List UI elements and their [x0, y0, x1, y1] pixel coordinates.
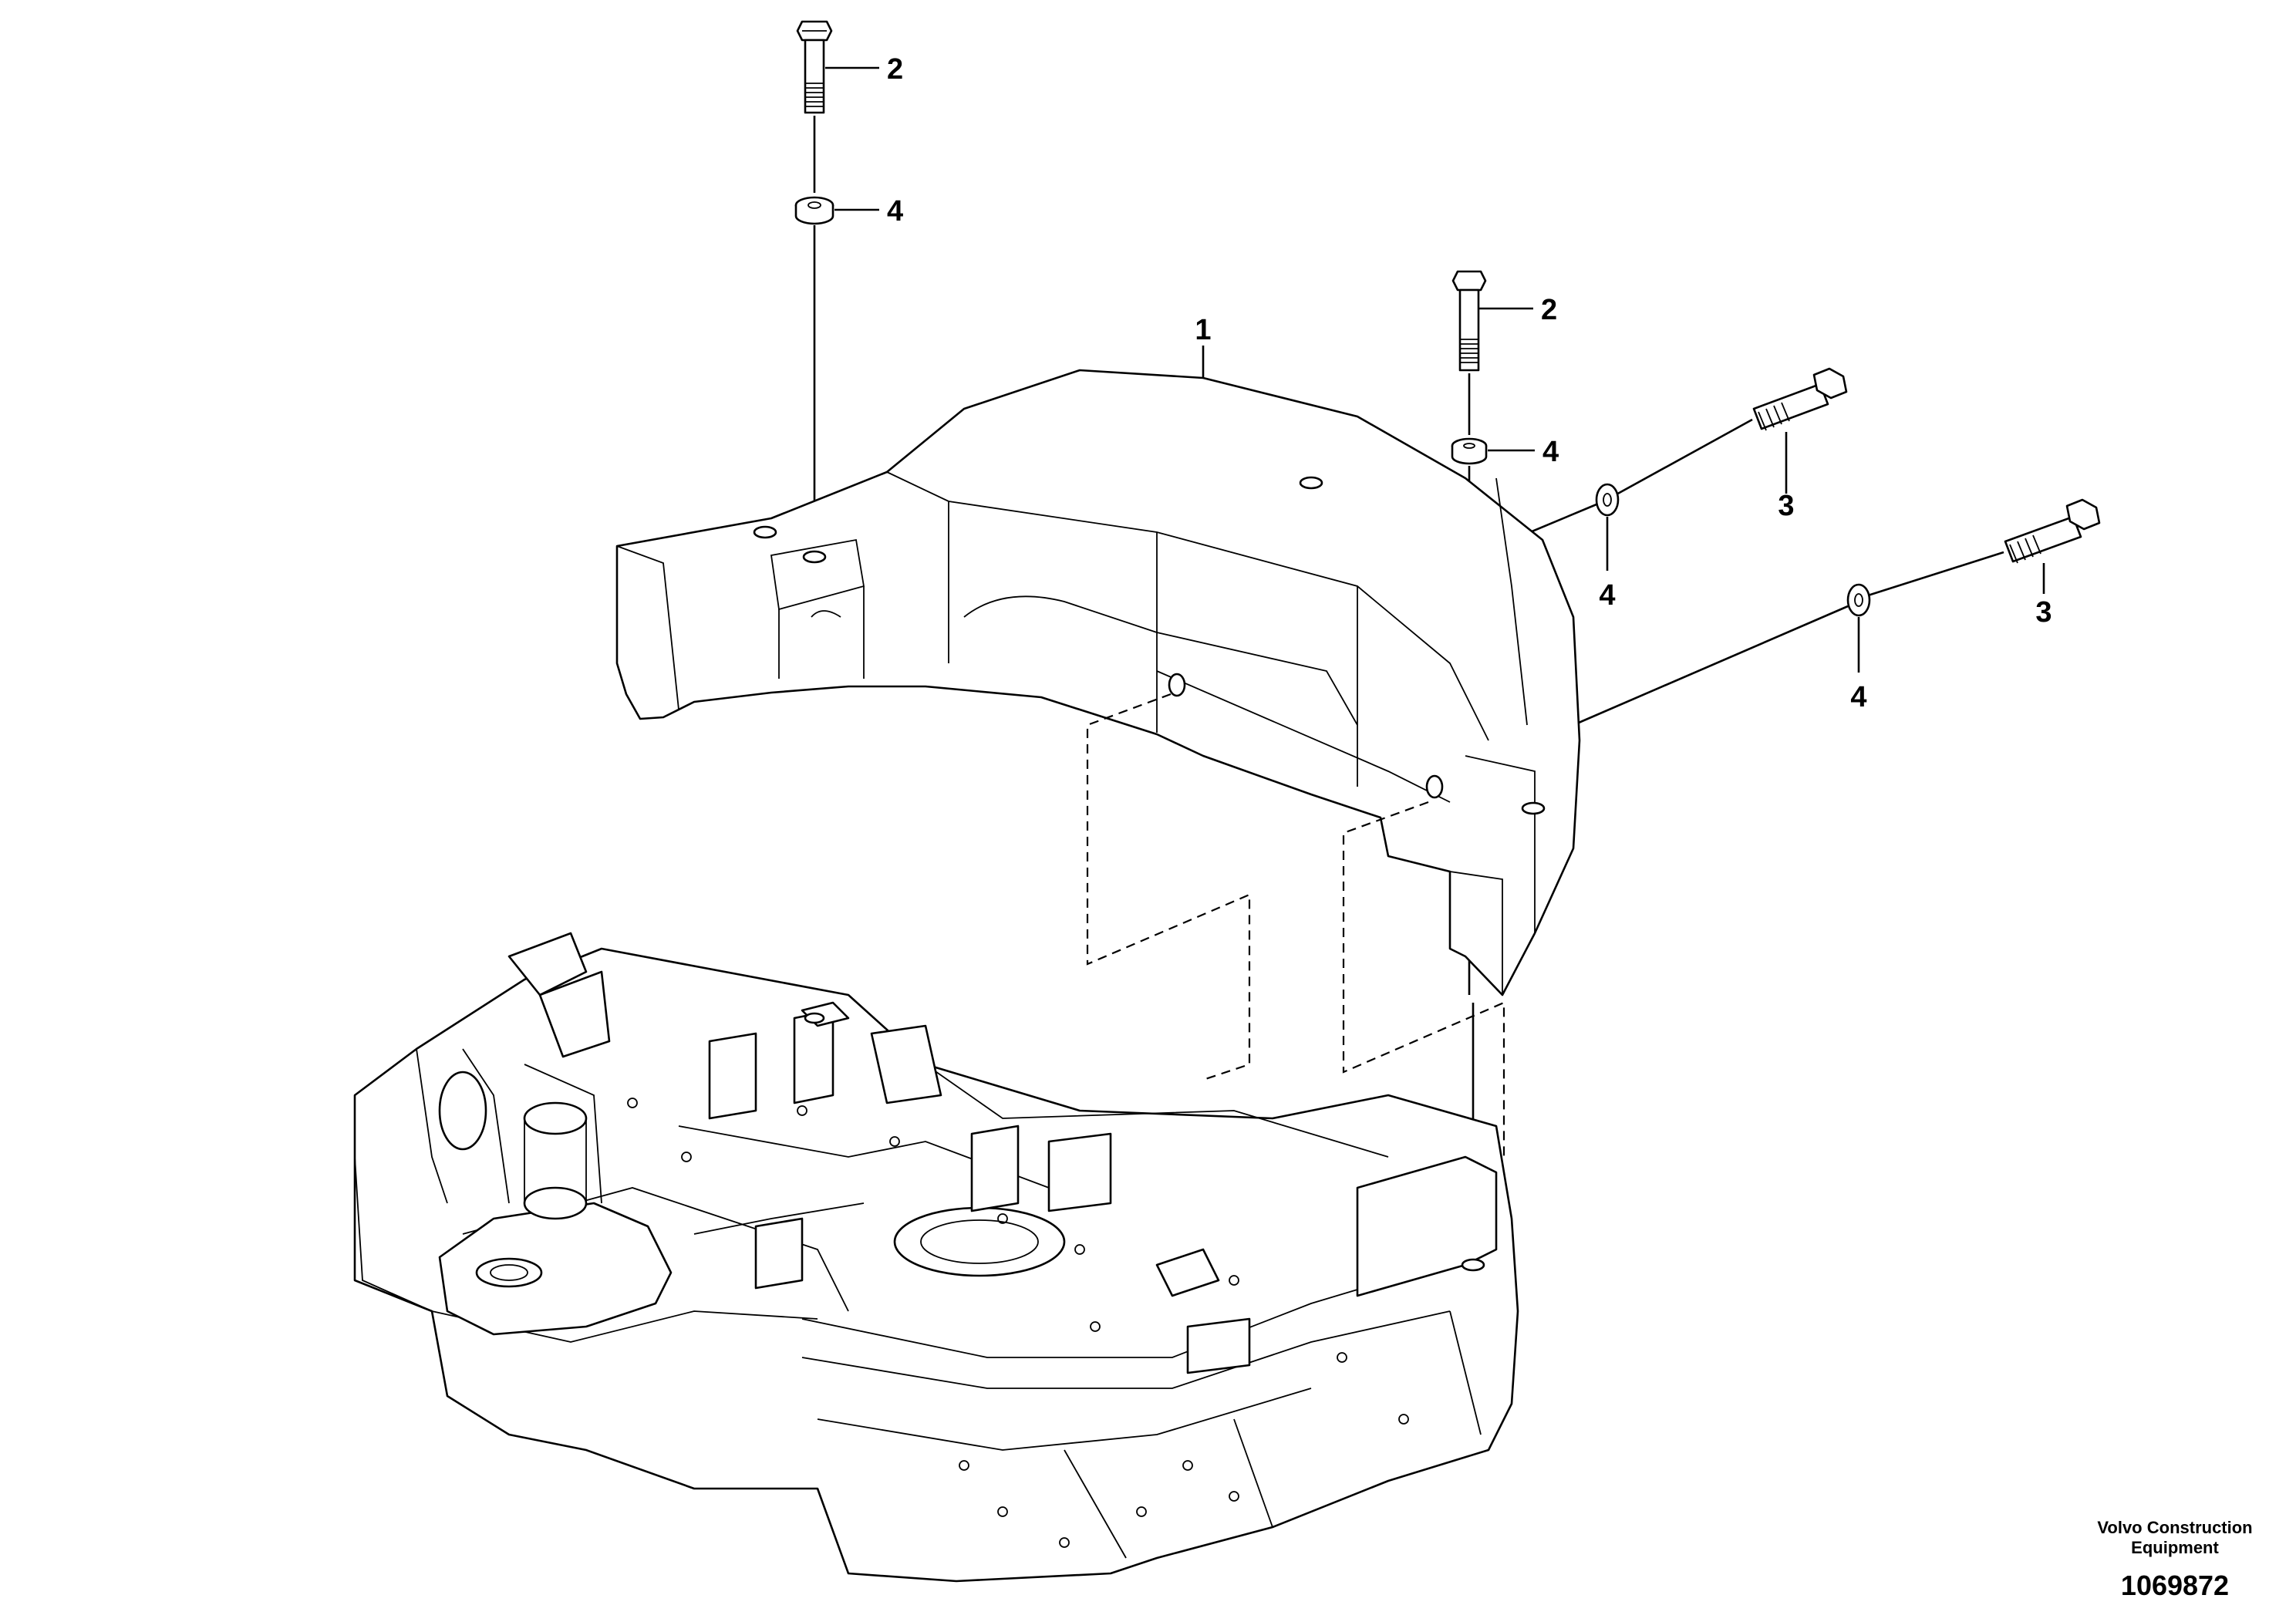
- callout-2-left: 2: [887, 53, 903, 86]
- washer-4-right-top: [1451, 437, 1488, 465]
- callout-4-left: 4: [887, 195, 903, 228]
- bolt-2-left: [796, 20, 833, 114]
- upper-frame: [353, 932, 1519, 1583]
- counterweight-1: [615, 369, 1581, 996]
- axis-bolt-3-upper: [1614, 418, 1753, 497]
- company-name-line1: Volvo Construction: [2097, 1518, 2252, 1537]
- axis-bolt-3-lower: [1867, 551, 2004, 597]
- callout-2-right: 2: [1541, 294, 1557, 326]
- axis-bolt-3-lower-inner: [1573, 605, 1849, 727]
- callout-1: 1: [1195, 314, 1211, 346]
- callout-4-right-top: 4: [1542, 436, 1559, 468]
- bolt-2-right: [1451, 270, 1487, 372]
- washer-4-side-upper: [1595, 483, 1620, 517]
- bolt-3-lower: [2004, 498, 2101, 564]
- callout-3-upper: 3: [1778, 490, 1794, 522]
- dashed-outline-left: [1086, 693, 1251, 1081]
- callout-4-side-upper: 4: [1599, 579, 1615, 612]
- callout-3-lower: 3: [2035, 596, 2052, 629]
- washer-4-side-lower: [1846, 583, 1871, 617]
- washer-4-left: [794, 196, 834, 225]
- figure-number: 1069872: [2121, 1570, 2229, 1601]
- company-name-line2: Equipment: [2131, 1538, 2219, 1557]
- callout-4-side-lower: 4: [1850, 681, 1866, 713]
- bolt-3-upper: [1752, 367, 1848, 431]
